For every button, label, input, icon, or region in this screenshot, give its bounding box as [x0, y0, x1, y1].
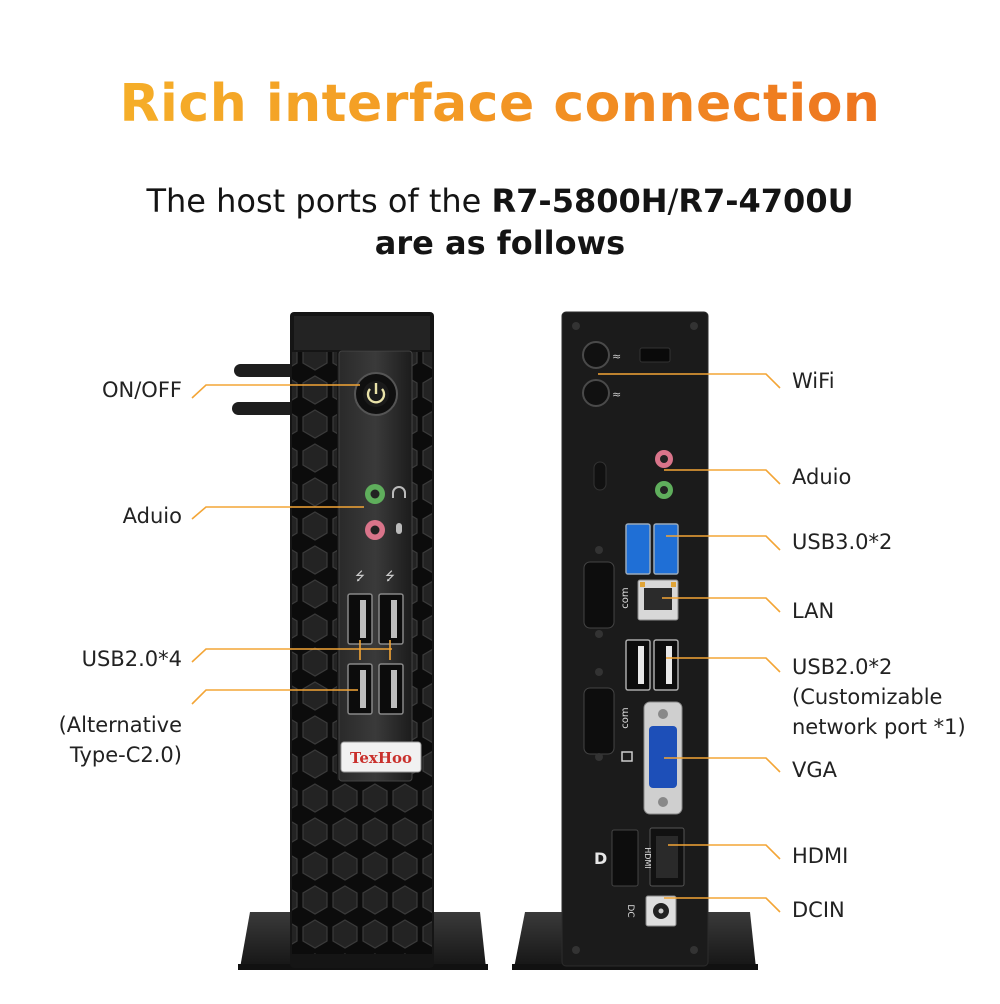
- callout-front-usb-1: [191, 648, 392, 663]
- rear-device: ≈ ≈ com com: [512, 311, 758, 970]
- callout-rear-usb2: [666, 657, 781, 673]
- headphone-icon: [392, 486, 406, 498]
- monitor-icon: [621, 751, 633, 762]
- label-front-usb: USB2.0*4: [81, 647, 182, 671]
- usb3-port[interactable]: [653, 523, 679, 575]
- label-rear-audio: Aduio: [792, 465, 852, 489]
- model-separator: /: [667, 182, 679, 220]
- lock-slot: [639, 347, 671, 363]
- label-dcin: DCIN: [792, 898, 845, 922]
- callout-lines: [191, 373, 781, 913]
- callout-dcin: [664, 897, 781, 913]
- wifi-signal-icon: ≈: [612, 350, 621, 363]
- label-front-usb-note-1: (Alternative: [58, 713, 182, 737]
- antenna-icon: [234, 364, 296, 377]
- subtitle-prefix: The host ports of the: [146, 182, 492, 220]
- wifi-signal-icon: ≈: [612, 388, 621, 401]
- callout-on-off: [191, 384, 360, 399]
- subtitle-line-2: are as follows: [374, 224, 626, 262]
- com-port[interactable]: [583, 687, 615, 755]
- model-a: R7-5800H: [491, 182, 668, 220]
- callout-lan: [662, 597, 781, 613]
- label-usb3: USB3.0*2: [792, 530, 893, 554]
- label-on-off: ON/OFF: [101, 378, 182, 402]
- callout-wifi: [598, 373, 781, 389]
- subtitle-line-1: The host ports of the R7-5800H/R7-4700U: [0, 180, 1000, 222]
- mic-icon: [396, 523, 402, 534]
- front-device: ⭍ ⭍ TexHoo: [232, 312, 488, 970]
- wifi-antenna-connector[interactable]: [582, 379, 610, 407]
- wifi-antenna-connector[interactable]: [582, 341, 610, 369]
- headline: Rich interface connection: [0, 70, 1000, 138]
- label-rear-usb2-note-1: (Customizable: [792, 685, 943, 709]
- label-front-audio: Aduio: [122, 504, 182, 528]
- label-rear-usb2: USB2.0*2: [792, 655, 893, 679]
- model-b: R7-4700U: [678, 182, 854, 220]
- callout-front-audio: [191, 506, 364, 520]
- label-lan: LAN: [792, 599, 835, 623]
- usb-symbol-icon: ⭍: [385, 569, 395, 583]
- callout-rear-audio: [664, 469, 781, 485]
- callout-usb3: [666, 535, 781, 551]
- callout-hdmi: [668, 844, 781, 860]
- brand-badge: [340, 741, 422, 773]
- label-hdmi: HDMI: [792, 844, 849, 868]
- antenna-icon: [232, 402, 296, 415]
- com-port[interactable]: [583, 561, 615, 629]
- hdmi-label: HDMI: [643, 847, 652, 868]
- com-label: com: [620, 587, 631, 608]
- usb3-port[interactable]: [625, 523, 651, 575]
- label-front-usb-note-2: Type-C2.0): [69, 743, 182, 767]
- callout-vga: [664, 757, 781, 773]
- usb-symbol-icon: ⭍: [355, 569, 365, 583]
- power-icon: [366, 388, 386, 404]
- com-label: com: [620, 707, 631, 728]
- callout-front-usb-2: [191, 689, 358, 705]
- label-rear-usb2-note-2: network port *1): [792, 715, 966, 739]
- brand-logo: TexHoo: [350, 749, 412, 767]
- displayport-icon: D: [594, 849, 607, 868]
- displayport-port[interactable]: [611, 829, 639, 887]
- subtitle: The host ports of the R7-5800H/R7-4700U …: [0, 180, 1000, 264]
- label-vga: VGA: [792, 758, 838, 782]
- label-wifi: WiFi: [792, 369, 835, 393]
- dc-label: DC: [625, 904, 635, 917]
